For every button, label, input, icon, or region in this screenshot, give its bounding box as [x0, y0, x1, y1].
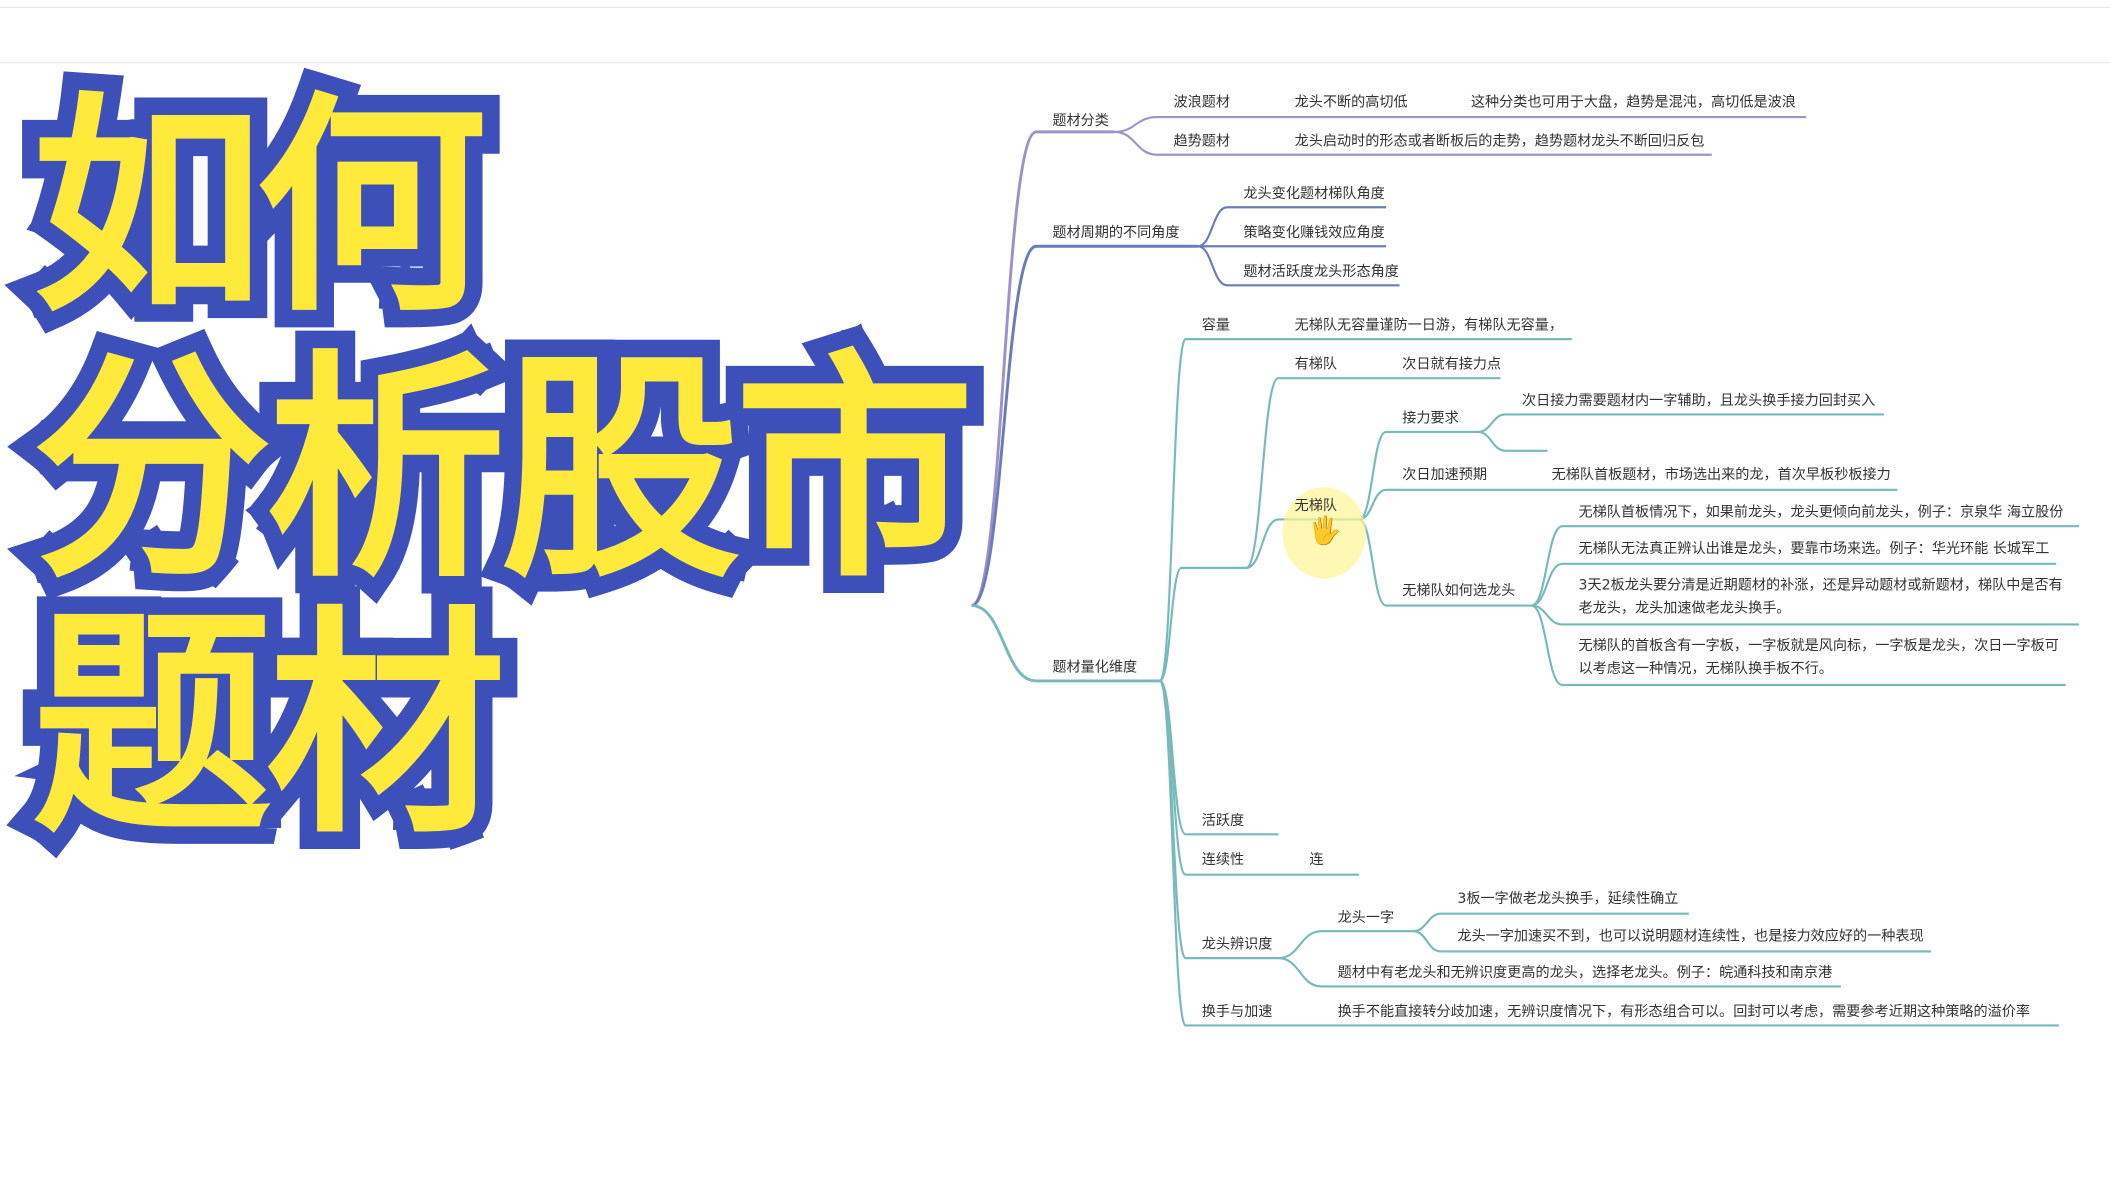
connector-line [1197, 245, 1400, 287]
connector-line [1531, 604, 2080, 626]
mindmap-node[interactable]: 次日接力需要题材内一字辅助，且龙头换手接力回封买入 [1521, 392, 1876, 410]
overlay-title-line1: 如何 [15, 63, 505, 354]
mindmap-node[interactable]: 无梯队无法真正辨认出谁是龙头，要靠市场来选。例子：华光环能 长城军工 [1578, 540, 2050, 558]
connector-line [1477, 430, 1548, 452]
connector-line [1412, 930, 1932, 953]
mindmap-node-detail[interactable]: 连 [1309, 851, 1324, 868]
mindmap-node[interactable]: 题材量化维度 [1052, 659, 1138, 676]
connector-line [971, 604, 1160, 683]
connector-line [1114, 130, 1712, 156]
mindmap-node-detail[interactable]: 无梯队无容量谨防一日游，有梯队无容量， [1294, 317, 1564, 334]
mindmap-node[interactable]: 3天2板龙头要分清是近期题材的补涨，还是异动题材或新题材，梯队中是否有老龙头，龙… [1578, 577, 2063, 617]
mindmap-node[interactable]: 龙头辨识度 [1201, 936, 1273, 953]
connector-line [1531, 562, 2057, 607]
connector-line [1245, 518, 1360, 569]
divider [0, 6, 2110, 9]
connector-line [1477, 413, 1884, 434]
connector-line [1197, 206, 1387, 248]
connector-line [1245, 377, 1501, 569]
mindmap-node[interactable]: 无梯队 [1294, 497, 1337, 515]
connector-line [1530, 604, 2066, 687]
mindmap-node[interactable]: 接力要求 [1402, 410, 1459, 427]
connector-line [1158, 338, 1572, 683]
mindmap-node[interactable]: 波浪题材 [1173, 94, 1230, 111]
mindmap-node-detail[interactable]: 龙头不断的高切低 [1294, 94, 1408, 111]
mindmap-node[interactable]: 趋势题材 [1173, 133, 1230, 150]
connector-line [1158, 679, 1360, 876]
mindmap-node[interactable]: 龙头一字加速买不到，也可以说明题材连续性，也是接力效应好的一种表现 [1457, 928, 1924, 945]
toolbar [0, 0, 2110, 64]
connector-line [1114, 115, 1806, 133]
mindmap-node[interactable]: 换手与加速 [1201, 1003, 1273, 1021]
connector-line [1530, 525, 2080, 607]
connector-line [970, 130, 1115, 608]
cursor-highlight [1282, 487, 1366, 579]
mindmap-node[interactable]: 龙头变化题材梯队角度 [1243, 185, 1385, 202]
mindmap-node-detail[interactable]: 龙头启动时的形态或者断板后的走势，趋势题材龙头不断回归反包 [1294, 133, 1705, 150]
hand-cursor-icon: 🖐 [1308, 514, 1342, 547]
mindmap-node[interactable]: 次日加速预期 [1402, 466, 1487, 484]
mindmap-node[interactable]: 3板一字做老龙头换手，延续性确立 [1457, 890, 1679, 908]
mindmap-node-detail[interactable]: 次日就有接力点 [1402, 356, 1502, 373]
connector-line [1158, 566, 1247, 683]
connector-line [970, 244, 1198, 608]
mindmap-node-detail[interactable]: 这种分类也可用于大盘，趋势是混沌，高切低是波浪 [1470, 94, 1796, 111]
mindmap-node[interactable]: 无梯队首板情况下，如果前龙头，龙头更倾向前龙头，例子：京泉华 海立股份 [1578, 504, 2064, 521]
mindmap-node[interactable]: 题材周期的不同角度 [1052, 224, 1180, 241]
mindmap-node[interactable]: 题材中有老龙头和无辨识度更高的龙头，选择老龙头。例子：皖通科技和南京港 [1337, 964, 1833, 982]
connector-line [1412, 912, 1689, 933]
mindmap-node[interactable]: 无梯队如何选龙头 [1402, 582, 1516, 599]
mindmap-node[interactable]: 无梯队的首板含有一字板，一字板就是风向标，一字板是龙头，次日一字板可以考虑这一种… [1578, 637, 2059, 677]
connector-line [1278, 930, 1413, 960]
connector-line [1278, 957, 1841, 988]
mindmap-node[interactable]: 活跃度 [1201, 812, 1245, 829]
mindmap-node[interactable]: 龙头一字 [1337, 909, 1395, 926]
mindmap-node[interactable]: 有梯队 [1294, 356, 1337, 373]
connector-line [1358, 430, 1478, 521]
mindmap-node[interactable]: 策略变化赚钱效应角度 [1243, 224, 1385, 241]
overlay-title-line2: 分析股市题材 [15, 325, 992, 871]
mindmap-node[interactable]: 题材分类 [1052, 113, 1109, 130]
mindmap-node-detail[interactable]: 无梯队首板题材，市场选出来的龙，首次早板秒板接力 [1551, 466, 1891, 484]
mindmap-node[interactable]: 容量 [1201, 317, 1230, 334]
connector-line [1158, 679, 2059, 1027]
mindmap-node[interactable]: 连续性 [1201, 851, 1245, 868]
mindmap-node-detail[interactable]: 换手不能直接转分歧加速，无辨识度情况下，有形态组合可以。回封可以考虑，需要参考近… [1337, 1003, 2030, 1021]
mindmap-node[interactable]: 题材活跃度龙头形态角度 [1243, 263, 1399, 280]
